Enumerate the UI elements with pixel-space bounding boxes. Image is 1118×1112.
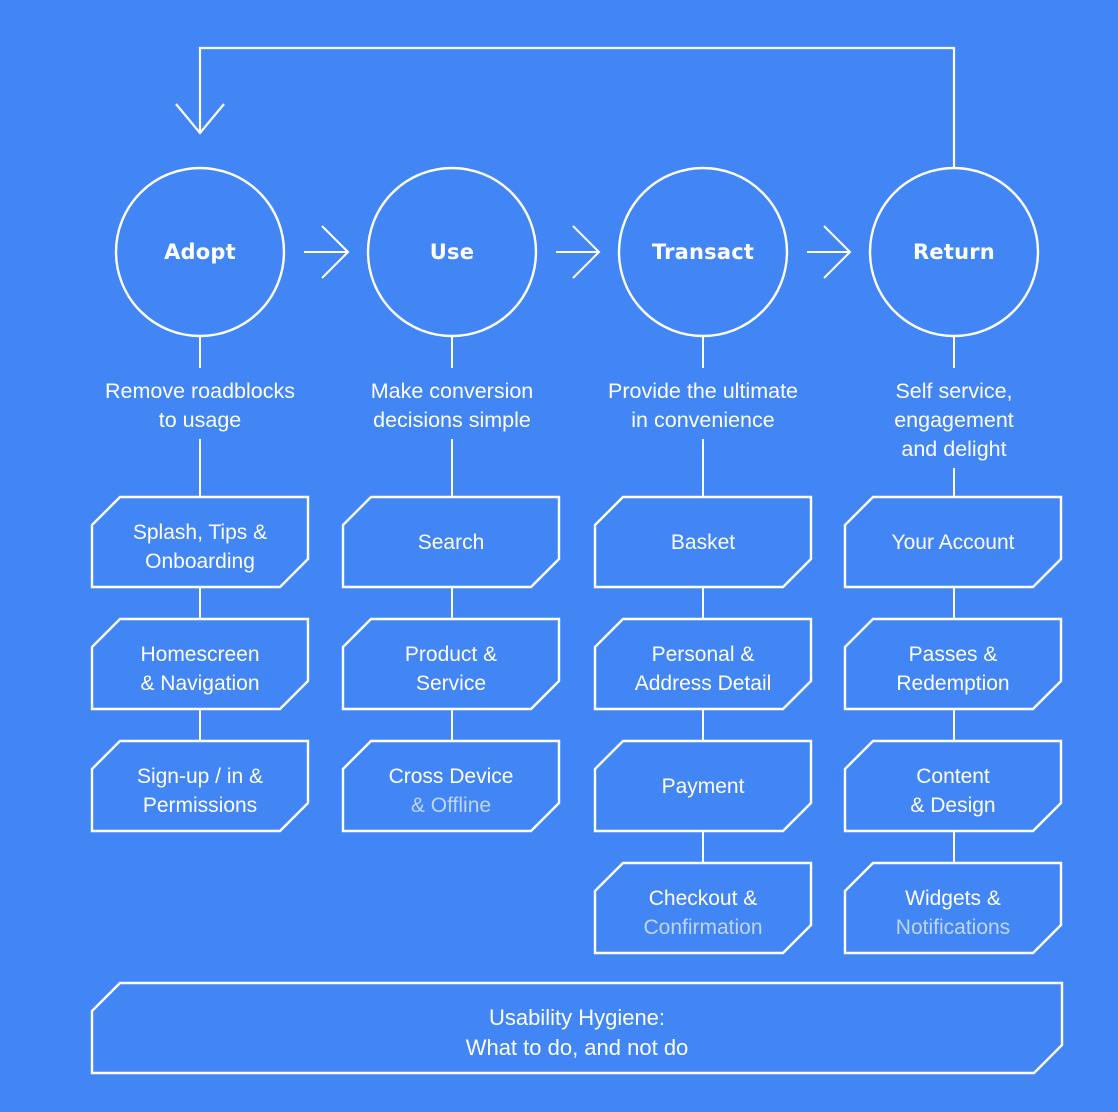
flow-box-label: Cross Device [389, 765, 514, 788]
flow-box-label: Payment [662, 775, 745, 798]
stage-caption-line: Provide the ultimate [608, 379, 798, 403]
flow-box-transact-0[interactable] [593, 495, 813, 589]
flow-box-label: & Offline [411, 794, 491, 817]
flow-box-label: Product & [405, 643, 497, 666]
stage-circles-group: Adopt Use Transact Return [114, 166, 1040, 338]
stage-caption-line: Self service, [895, 379, 1012, 403]
stage-caption-line: Make conversion [371, 379, 534, 403]
stage-captions-group: Remove roadblocks to usage Make conversion… [105, 379, 1014, 461]
arrow-right-icon [572, 225, 601, 279]
flow-box-label: & Design [910, 794, 995, 817]
stage-circle-adopt[interactable] [114, 166, 286, 338]
flow-box-use-1[interactable] [341, 617, 561, 711]
flow-box-label: Widgets & [905, 887, 1001, 910]
flow-box-use-2[interactable] [341, 739, 561, 833]
flow-box-label: Permissions [143, 794, 257, 817]
flow-box-adopt-2[interactable] [90, 739, 310, 833]
flow-box-return-0[interactable] [843, 495, 1063, 589]
flow-box-adopt-0[interactable] [90, 495, 310, 589]
flow-box-label: Passes & [909, 643, 998, 666]
flow-box-return-3[interactable] [843, 861, 1063, 955]
flow-box-label: Search [418, 531, 485, 554]
flow-box-label: Homescreen [140, 643, 259, 666]
loop-arrow-icon [175, 103, 225, 135]
usability-hygiene-label: What to do, and not do [466, 1035, 689, 1060]
flow-box-label: Notifications [896, 916, 1010, 939]
stage-caption-line: and delight [901, 437, 1006, 461]
flow-box-label: Basket [671, 531, 735, 554]
flow-box-label: Service [416, 672, 486, 695]
flow-box-label: Splash, Tips & [133, 521, 267, 544]
flow-box-label: Checkout & [649, 887, 758, 910]
usability-hygiene-bar[interactable] [90, 981, 1064, 1075]
stage-label-return: Return [913, 240, 995, 264]
flow-box-transact-1[interactable] [593, 617, 813, 711]
stage-label-adopt: Adopt [164, 240, 236, 264]
stage-circle-return[interactable] [868, 166, 1040, 338]
footer-group: Usability Hygiene: What to do, and not do [90, 981, 1064, 1075]
feedback-loop-line [198, 46, 956, 168]
stage-caption-line: in convenience [631, 408, 774, 432]
flow-box-label: Content [916, 765, 990, 788]
flow-box-return-2[interactable] [843, 739, 1063, 833]
stage-caption-line: to usage [159, 408, 241, 432]
stage-label-use: Use [430, 240, 474, 264]
stage-label-transact: Transact [652, 240, 754, 264]
stage-arrows-group [304, 225, 852, 279]
flow-box-label: Personal & [652, 643, 755, 666]
stage-circle-use[interactable] [366, 166, 538, 338]
flow-box-label: Address Detail [635, 672, 772, 695]
flow-box-label: Sign-up / in & [137, 765, 263, 788]
flow-box-transact-2[interactable] [593, 739, 813, 833]
stage-caption-line: Remove roadblocks [105, 379, 295, 403]
flow-box-label: Onboarding [145, 550, 255, 573]
flow-box-transact-3[interactable] [593, 861, 813, 955]
connectors-group [199, 336, 955, 863]
flow-box-return-1[interactable] [843, 617, 1063, 711]
flow-box-label: Your Account [892, 531, 1015, 554]
flow-box-label: Confirmation [643, 916, 762, 939]
arrow-right-icon [321, 225, 350, 279]
stage-caption-line: decisions simple [373, 408, 531, 432]
feedback-loop-group [175, 46, 956, 168]
flow-box-label: & Navigation [140, 672, 259, 695]
flow-box-adopt-1[interactable] [90, 617, 310, 711]
flow-box-label: Redemption [896, 672, 1009, 695]
usability-hygiene-label: Usability Hygiene: [489, 1005, 665, 1030]
stage-circle-transact[interactable] [617, 166, 789, 338]
arrow-right-icon [823, 225, 852, 279]
stage-caption-line: engagement [894, 408, 1014, 432]
flow-box-use-0[interactable] [341, 495, 561, 589]
